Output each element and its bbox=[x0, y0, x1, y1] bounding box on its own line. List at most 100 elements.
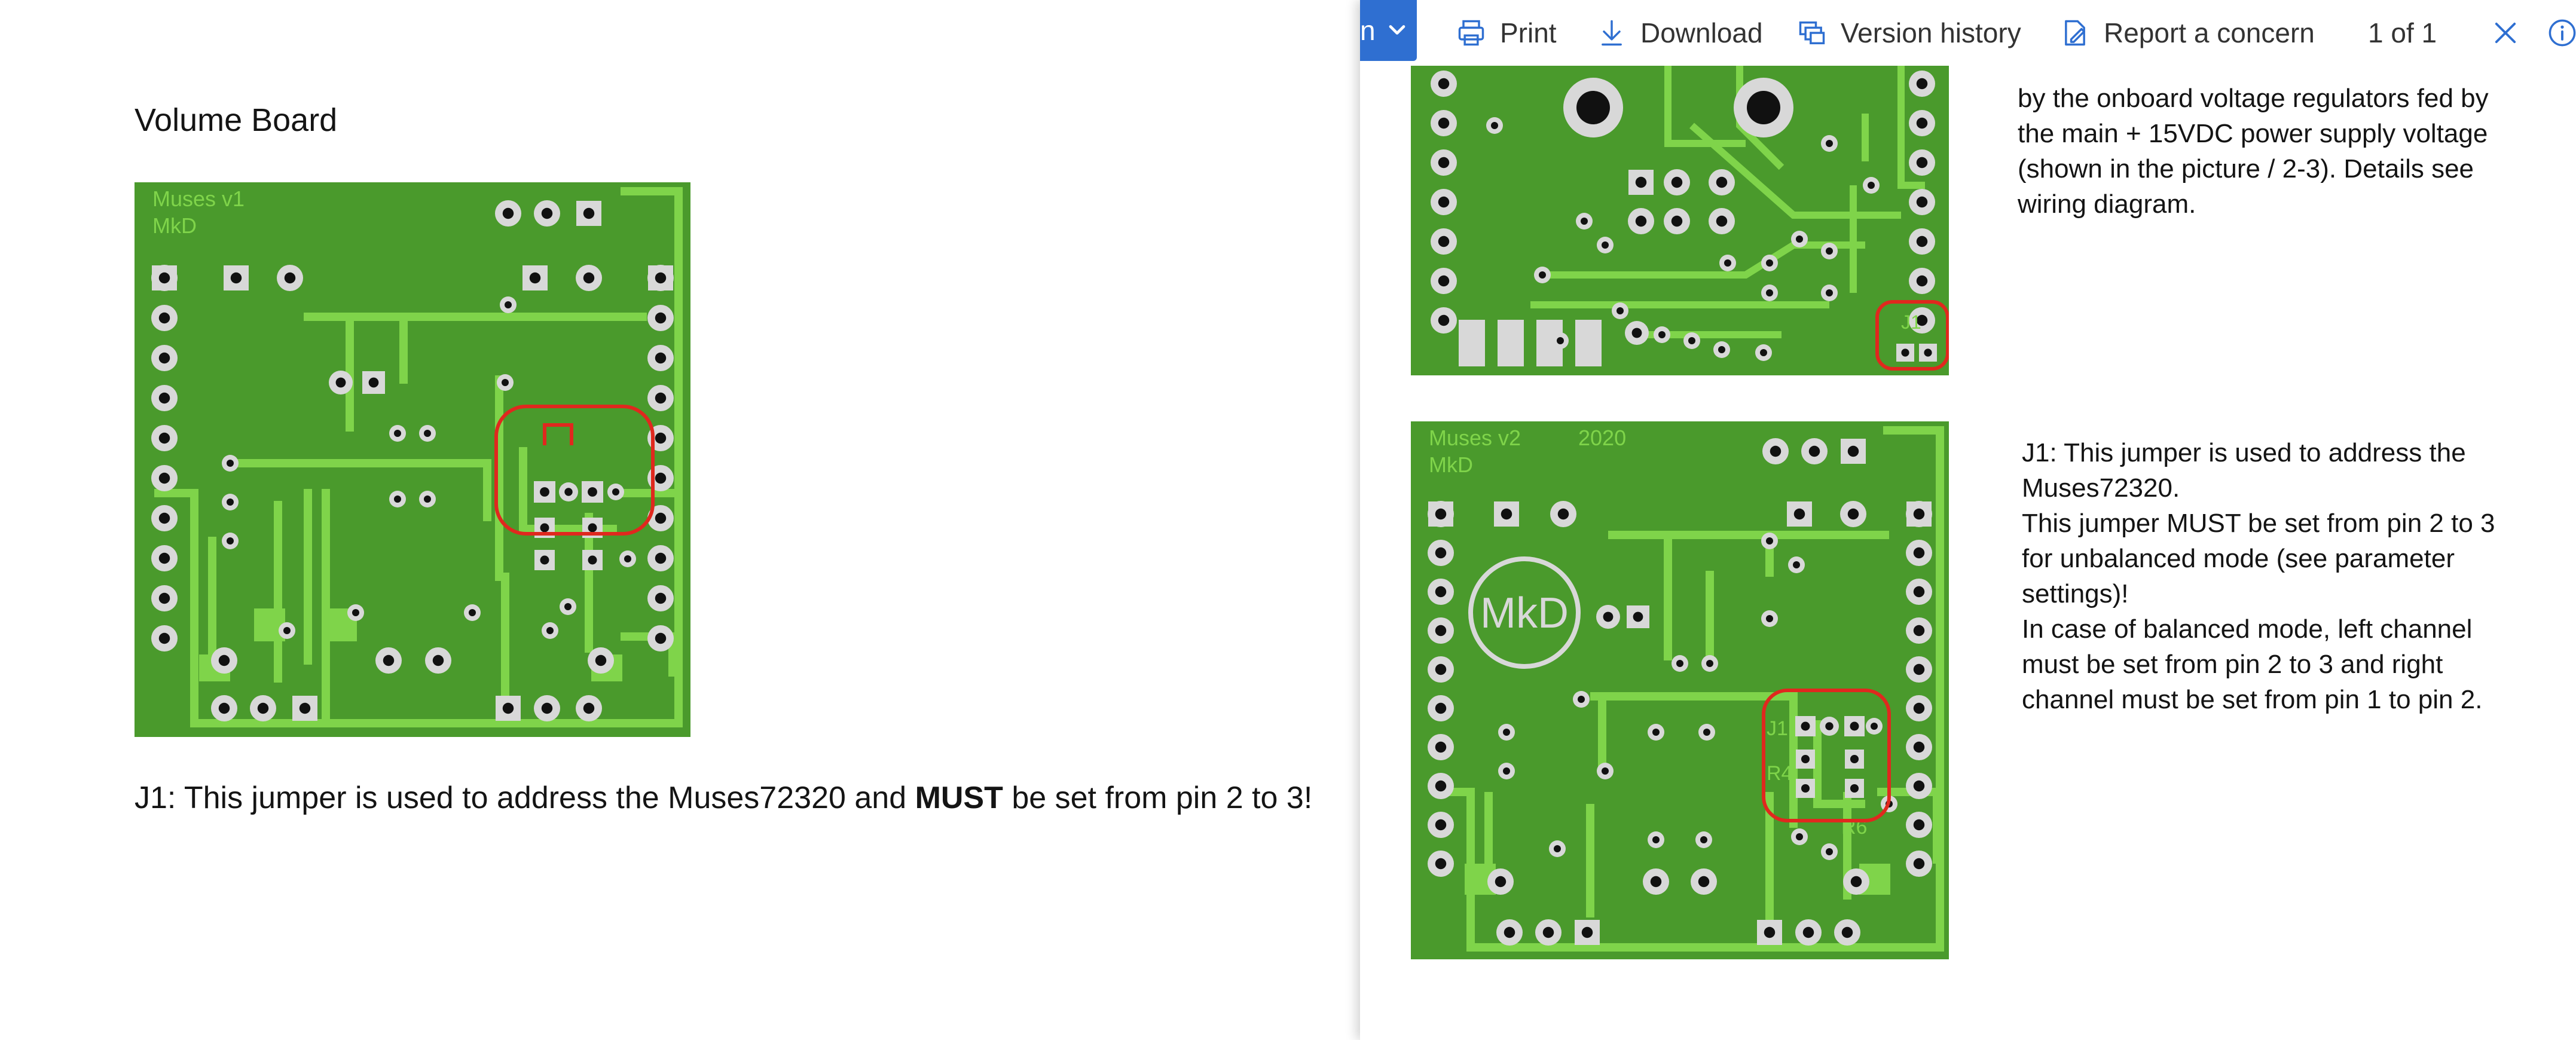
pcb-pad-hole bbox=[1913, 625, 1925, 637]
pcb-via-hole bbox=[1826, 247, 1833, 255]
pcb-pad-hole bbox=[1913, 508, 1925, 520]
pcb-pad-hole bbox=[158, 272, 170, 284]
v2-j1-label: J1 bbox=[1767, 717, 1788, 740]
caption-prefix: J1: This jumper is used to address the M… bbox=[135, 781, 915, 815]
v2-silkscreen-year: 2020 bbox=[1578, 426, 1626, 450]
pcb-via-hole bbox=[1578, 696, 1585, 703]
pcb-via-hole bbox=[424, 495, 431, 503]
pcb-via-hole bbox=[394, 495, 401, 503]
pcb-via-hole bbox=[1503, 729, 1510, 736]
pcb-pad-hole bbox=[1435, 819, 1447, 831]
printer-icon bbox=[1456, 17, 1487, 48]
v1-silkscreen-line1: Muses v1 bbox=[152, 186, 245, 211]
pcb-pad-hole bbox=[655, 472, 667, 484]
version-history-icon bbox=[1796, 17, 1828, 48]
pcb-pad-hole bbox=[1850, 721, 1859, 731]
pcb-pad-hole bbox=[655, 432, 667, 444]
jumper-paragraph-line: channel must be set from pin 1 to pin 2. bbox=[2022, 685, 2483, 714]
pcb-pad-hole bbox=[583, 272, 595, 284]
download-label: Download bbox=[1640, 17, 1763, 48]
pcb-pad-hole bbox=[1438, 117, 1450, 129]
pcb-pad-hole bbox=[1438, 275, 1450, 287]
version-history-button[interactable]: Version history bbox=[1796, 14, 2021, 51]
caption-bold: MUST bbox=[915, 781, 1003, 815]
pcb-via-hole bbox=[424, 430, 431, 437]
pcb-pad-hole bbox=[1825, 722, 1834, 730]
print-button[interactable]: Print bbox=[1456, 14, 1557, 51]
page-count: 1 of 1 bbox=[2368, 14, 2437, 51]
pcb-pad-hole bbox=[1603, 611, 1614, 622]
pcb-pad-hole bbox=[1841, 926, 1853, 938]
pcb-pad-hole bbox=[655, 352, 667, 364]
version-history-label: Version history bbox=[1841, 17, 2021, 48]
pcb-pad-hole bbox=[158, 472, 170, 484]
pcb-pad-hole bbox=[1764, 926, 1776, 938]
pcb-via-hole bbox=[1652, 729, 1660, 736]
pcb-via-hole bbox=[1766, 537, 1773, 545]
pcb-via-hole bbox=[1602, 241, 1609, 249]
top-paragraph-line: the main + 15VDC power supply voltage bbox=[2018, 119, 2488, 148]
v2-silkscreen-line2: MkD bbox=[1429, 452, 1473, 477]
pcb-pad-hole bbox=[588, 523, 597, 533]
pcb-pad-hole bbox=[1901, 348, 1909, 357]
jumper-paragraph: J1: This jumper is used to address the M… bbox=[2022, 435, 2495, 717]
pcb-pad-hole bbox=[1650, 876, 1662, 888]
pcb-pad-hole bbox=[1924, 348, 1932, 357]
download-button[interactable]: Download bbox=[1596, 14, 1763, 51]
open-in-app-button[interactable]: n bbox=[1360, 0, 1417, 61]
pcb-pad-hole bbox=[1435, 741, 1447, 753]
pcb-via-hole bbox=[1826, 848, 1833, 855]
pcb-pad-hole bbox=[588, 555, 597, 565]
pcb-pad-hole bbox=[1495, 876, 1507, 888]
pcb-pad-hole bbox=[1698, 876, 1710, 888]
pcb-via-hole bbox=[469, 609, 476, 616]
pcb-via-hole bbox=[1793, 561, 1800, 568]
pcb-via-hole bbox=[227, 498, 234, 506]
pcb-via-hole bbox=[1491, 122, 1498, 129]
pcb-pad-hole bbox=[1916, 117, 1928, 129]
pcb-pad-hole bbox=[540, 523, 549, 533]
pcb-via-hole bbox=[1826, 289, 1833, 296]
pcb-pad-hole bbox=[1435, 663, 1447, 675]
pcb-via-hole bbox=[1703, 729, 1710, 736]
pcb-pad-hole bbox=[655, 312, 667, 324]
pcb-pad-hole bbox=[1801, 754, 1810, 764]
pcb-pad-hole bbox=[1916, 235, 1928, 247]
pcb-pad-hole bbox=[588, 487, 597, 497]
pcb-via-hole bbox=[1581, 218, 1588, 225]
pcb-via-hole bbox=[1554, 845, 1561, 852]
close-icon bbox=[2490, 17, 2521, 48]
pcb-pad-hole bbox=[1435, 780, 1447, 792]
pcb-pad-hole bbox=[583, 702, 595, 714]
pcb-pad-hole bbox=[1847, 445, 1859, 457]
v1-silkscreen-line2: MkD bbox=[152, 213, 197, 238]
jumper-paragraph-line: Muses72320. bbox=[2022, 473, 2180, 503]
pcb-pad-hole bbox=[541, 702, 553, 714]
v2-silkscreen-line1: Muses v2 bbox=[1429, 426, 1521, 450]
pcb-pad-hole bbox=[564, 488, 573, 496]
board-top-image: J1 bbox=[1411, 66, 1949, 375]
pcb-pad-hole bbox=[230, 272, 242, 284]
close-button[interactable] bbox=[2490, 14, 2521, 51]
pcb-pad-hole bbox=[1542, 926, 1554, 938]
pcb-pad-hole bbox=[1916, 78, 1928, 90]
pcb-pad-hole bbox=[655, 392, 667, 404]
pcb-pad-hole bbox=[1671, 176, 1683, 188]
pcb-via-hole bbox=[1617, 307, 1624, 314]
pcb-via-hole bbox=[546, 627, 554, 634]
pcb-pad-hole bbox=[1801, 721, 1810, 731]
pcb-pad-hole bbox=[158, 512, 170, 524]
pcb-pad-hole bbox=[158, 312, 170, 324]
report-concern-button[interactable]: Report a concern bbox=[2059, 14, 2315, 51]
pcb-pad-hole bbox=[655, 632, 667, 644]
jumper-paragraph-line: In case of balanced mode, left channel bbox=[2022, 614, 2473, 644]
mkd-logo-text: MkD bbox=[1480, 589, 1569, 637]
pcb-via-hole bbox=[352, 609, 359, 616]
pcb-pad-hole bbox=[1913, 663, 1925, 675]
pcb-pad-hole bbox=[218, 702, 230, 714]
info-button[interactable] bbox=[2547, 14, 2576, 51]
mkd-logo bbox=[1468, 556, 1581, 669]
pcb-via-hole bbox=[1676, 660, 1683, 667]
pcb-pad-hole bbox=[1847, 508, 1859, 520]
info-icon bbox=[2547, 17, 2576, 48]
